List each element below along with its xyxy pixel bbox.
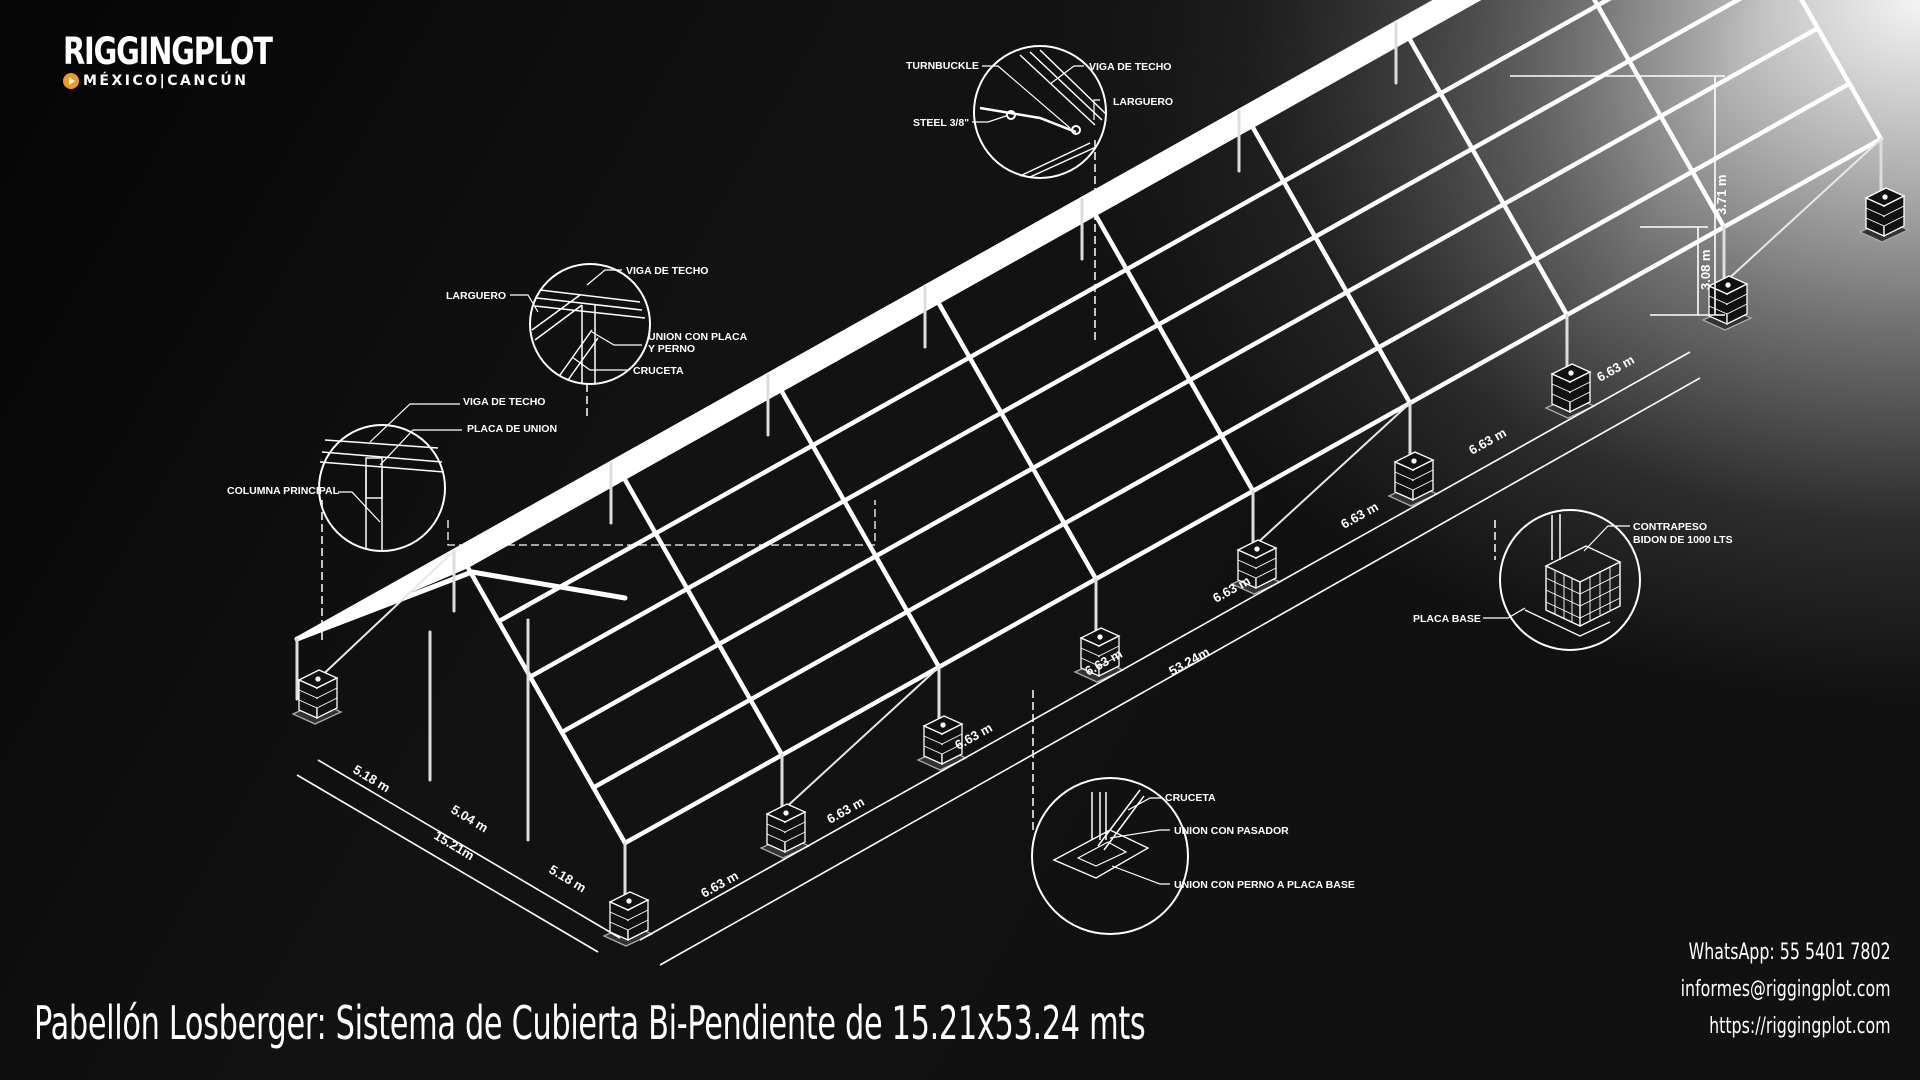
detail-eave-joint — [318, 403, 876, 640]
dim-width-1: 5.18 m — [350, 762, 392, 796]
label-bidon: BIDON DE 1000 LTS — [1633, 534, 1733, 546]
label-union-con-perno: UNION CON PERNO A PLACA BASE — [1174, 879, 1355, 891]
logo-location: MÉXICO|CANCÚN — [83, 73, 249, 89]
label-cruceta-roof: CRUCETA — [633, 365, 684, 377]
pavilion-frame — [294, 0, 1884, 903]
detail-counterweight — [1483, 509, 1641, 651]
logo-wordmark: RIGGINGPLOT — [63, 30, 273, 73]
label-contrapeso: CONTRAPESO — [1633, 521, 1707, 533]
dim-width-3: 5.18 m — [546, 862, 588, 896]
label-viga-de-techo-eave: VIGA DE TECHO — [463, 396, 545, 408]
label-viga-de-techo-top: VIGA DE TECHO — [1089, 61, 1171, 73]
dim-length-2: 6.63 m — [824, 794, 867, 827]
riggingplot-logo: RIGGINGPLOT MÉXICO|CANCÚN — [63, 32, 331, 89]
dim-length-6: 6.63 m — [1338, 499, 1381, 532]
detail-turnbuckle — [972, 45, 1107, 340]
label-union-con-placa: UNION CON PLACA — [648, 331, 748, 343]
contact-info: WhatsApp: 55 5401 7802 informes@riggingp… — [1599, 934, 1891, 1045]
dim-length-7: 6.63 m — [1466, 425, 1509, 458]
label-columna-principal: COLUMNA PRINCIPAL — [227, 485, 340, 497]
dim-length-total: 53.24m — [1166, 644, 1212, 678]
label-turnbuckle: TURNBUCKLE — [906, 60, 979, 72]
website-link[interactable]: https://riggingplot.com — [1709, 1014, 1891, 1039]
label-larguero-top: LARGUERO — [1113, 96, 1173, 108]
label-larguero: LARGUERO — [446, 290, 506, 302]
whatsapp-number: WhatsApp: 55 5401 7802 — [1688, 940, 1891, 965]
detail-roof-joint — [510, 263, 651, 420]
roof-rafters — [294, 569, 628, 642]
label-y-perno: Y PERNO — [648, 343, 695, 355]
label-placa-de-union: PLACA DE UNION — [467, 423, 557, 435]
dim-eave-height: 3.08 m — [1698, 250, 1713, 290]
label-union-con-pasador: UNION CON PASADOR — [1174, 825, 1289, 837]
play-icon — [63, 73, 79, 89]
detail-base-joint — [1031, 690, 1189, 935]
dim-ridge-height: 3.71 m — [1714, 175, 1729, 215]
page-title: Pabellón Losberger: Sistema de Cubierta … — [34, 996, 1146, 1050]
label-placa-base: PLACA BASE — [1413, 613, 1481, 625]
dim-width-2: 5.04 m — [448, 802, 490, 836]
email-link[interactable]: informes@riggingplot.com — [1681, 977, 1891, 1002]
counterweights — [291, 187, 1910, 947]
label-cruceta-base: CRUCETA — [1165, 792, 1216, 804]
label-viga-de-techo-roof: VIGA DE TECHO — [626, 265, 708, 277]
dim-length-8: 6.63 m — [1594, 352, 1637, 385]
label-steel: STEEL 3/8" — [913, 117, 969, 129]
dimension-lines — [296, 75, 1725, 966]
